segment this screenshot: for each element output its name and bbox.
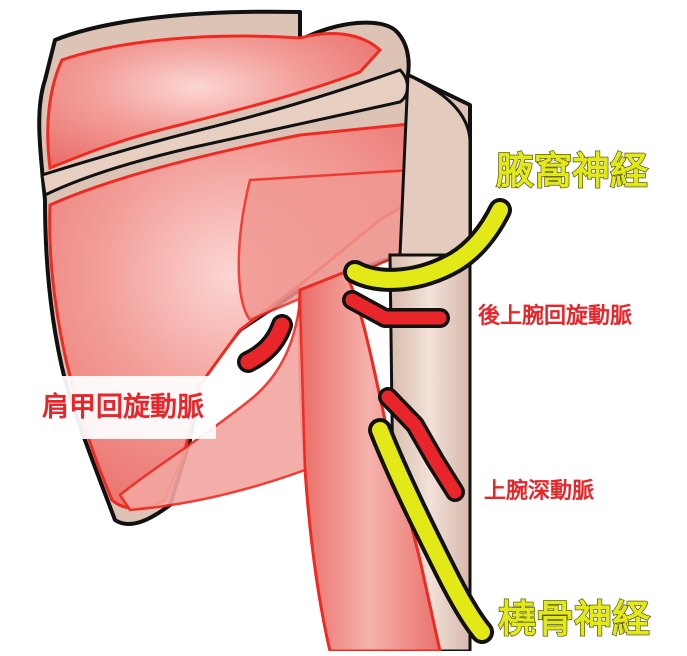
radial-nerve-label: 橈骨神経 — [498, 600, 650, 638]
posterior-circumflex-humeral-artery-label: 後上腕回旋動脈 — [478, 306, 632, 328]
axillary-nerve-label: 腋窩神経 — [496, 152, 648, 190]
profunda-brachii-artery-label: 上腕深動脈 — [484, 481, 594, 503]
circumflex-scapular-artery-label: 肩甲回旋動脈 — [30, 376, 216, 439]
